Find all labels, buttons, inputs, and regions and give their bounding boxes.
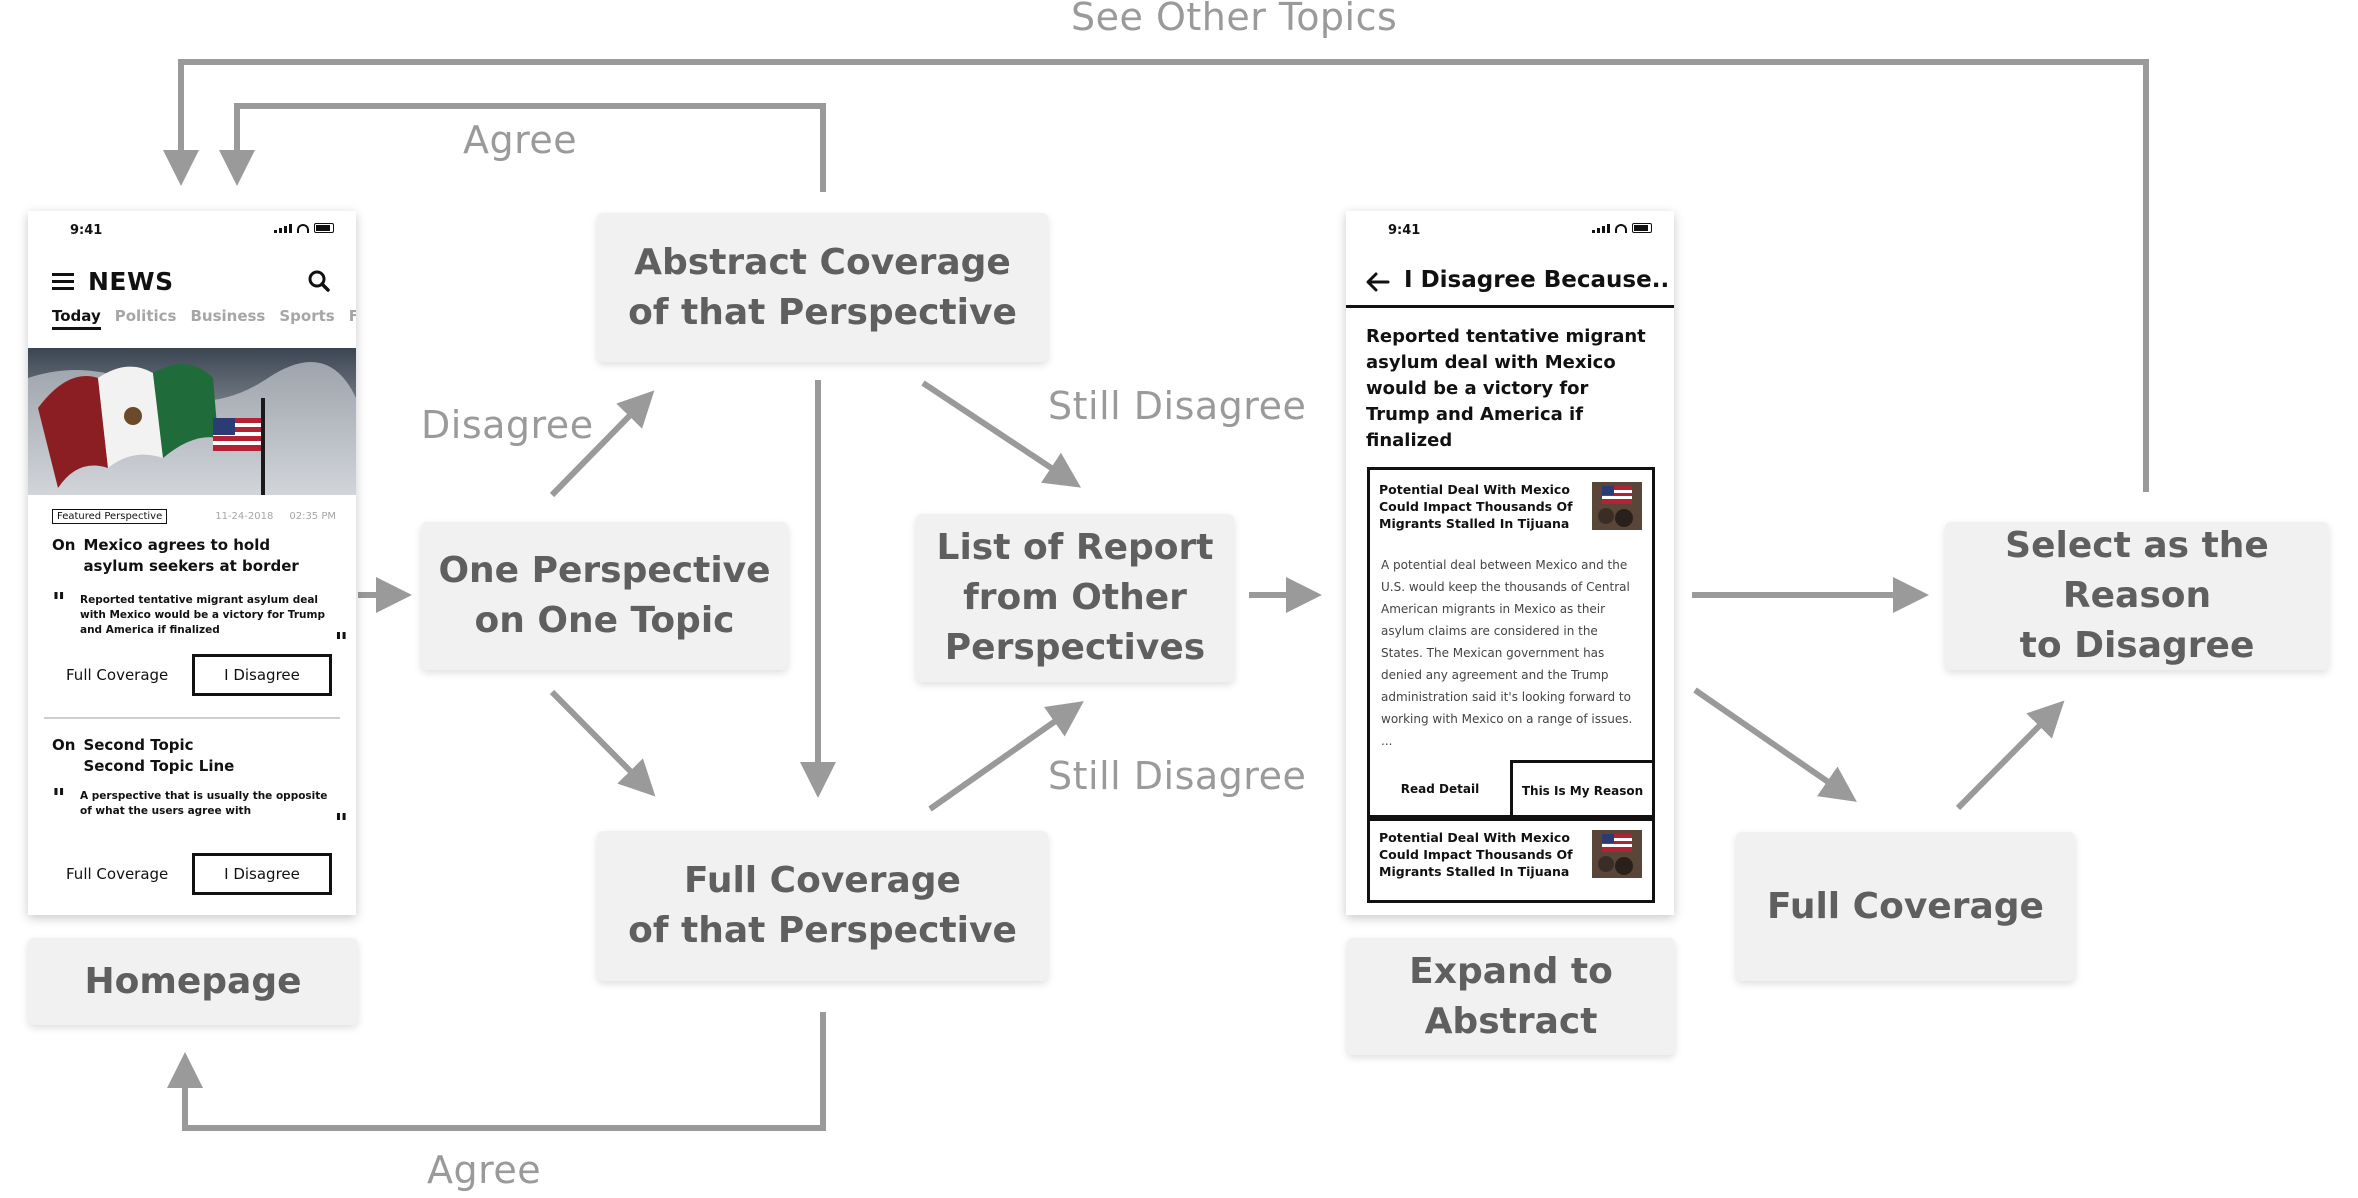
- story1-meta: Featured Perspective 11-24-2018 02:35 PM: [52, 509, 336, 524]
- edge-label-disagree: Disagree: [421, 403, 594, 447]
- read-detail-button[interactable]: Read Detail: [1400, 782, 1480, 796]
- arrow-perspective-to-full: [549, 689, 656, 797]
- title-divider: [1346, 305, 1674, 308]
- edge-label-still-disagree-bottom: Still Disagree: [1048, 754, 1307, 798]
- this-is-my-reason-button[interactable]: This Is My Reason: [1510, 760, 1652, 818]
- battery-icon: [314, 223, 334, 233]
- report-card-collapsed[interactable]: Potential Deal With Mexico Could Impact …: [1367, 815, 1655, 903]
- node-full-coverage-perspective-label: Full Coverage of that Perspective: [628, 860, 1017, 951]
- report-thumbnail-image: [1592, 482, 1642, 530]
- report-card-headline: Potential Deal With Mexico Could Impact …: [1379, 830, 1573, 879]
- node-one-perspective-label: One Perspective on One Topic: [438, 550, 771, 641]
- story2-quote: " A perspective that is usually the oppo…: [52, 784, 348, 837]
- arrow-still-disagree-top: [921, 380, 1082, 488]
- arrow-see-other-topics: [163, 59, 2149, 492]
- story1-date: 11-24-2018 02:35 PM: [215, 511, 336, 522]
- tab-politics[interactable]: Politics: [114, 307, 177, 325]
- edge-label-see-other-topics: See Other Topics: [1071, 0, 1398, 39]
- tab-today[interactable]: Today: [52, 307, 101, 330]
- story2-full-coverage-button[interactable]: Full Coverage: [66, 865, 169, 883]
- report-card-expanded[interactable]: Potential Deal With Mexico Could Impact …: [1367, 467, 1655, 821]
- page-title: I Disagree Because..: [1404, 267, 1670, 293]
- arrow-agree-bottom: [167, 1012, 826, 1131]
- back-arrow-icon[interactable]: [1366, 272, 1390, 292]
- topic-tabs: Today Politics Business Sports Fa: [52, 307, 356, 330]
- arrow-still-disagree-bottom: [928, 701, 1084, 812]
- close-quote-icon: ": [334, 628, 348, 658]
- app-title: NEWS: [88, 267, 174, 296]
- report-thumbnail-image: [1592, 830, 1642, 878]
- hero-image[interactable]: [28, 348, 356, 495]
- story1-full-coverage-button[interactable]: Full Coverage: [66, 666, 169, 684]
- story2-disagree-button[interactable]: I Disagree: [192, 853, 332, 895]
- edge-label-agree-top: Agree: [463, 118, 578, 162]
- node-list-of-report-label: List of Report from Other Perspectives: [936, 527, 1214, 668]
- story1-actions: Full Coverage I Disagree: [66, 654, 332, 696]
- node-full-coverage-label: Full Coverage: [1767, 885, 2044, 927]
- arrow-agree-top: [219, 103, 826, 192]
- report-card-header: Potential Deal With Mexico Could Impact …: [1370, 470, 1652, 532]
- node-abstract-coverage-label: Abstract Coverage of that Perspective: [628, 241, 1017, 333]
- node-expand-abstract-label: Expand to Abstract: [1409, 950, 1613, 1042]
- story1-time: 02:35 PM: [289, 511, 336, 522]
- wifi-icon: [297, 223, 309, 233]
- report-card-header: Potential Deal With Mexico Could Impact …: [1370, 818, 1652, 880]
- node-select-reason-label: Select as the Reason to Disagree: [2005, 525, 2269, 666]
- open-quote-icon: ": [52, 588, 66, 618]
- report-card-abstract: A potential deal between Mexico and the …: [1381, 558, 1633, 748]
- report-card-headline: Potential Deal With Mexico Could Impact …: [1379, 482, 1573, 531]
- arrow-screen-to-full-coverage: [1693, 687, 1857, 802]
- node-homepage-label: Homepage: [84, 960, 302, 1002]
- perspective-lead: Reported tentative migrant asylum deal w…: [1366, 326, 1646, 451]
- node-select-reason: Select as the Reason to Disagree: [1945, 522, 2329, 670]
- tab-fa[interactable]: Fa: [348, 307, 356, 325]
- menu-icon[interactable]: [52, 273, 74, 290]
- story1-headline-text: Mexico agrees to hold asylum seekers at …: [83, 536, 299, 575]
- node-expand-abstract: Expand to Abstract: [1347, 938, 1675, 1055]
- story2-actions: Full Coverage I Disagree: [66, 853, 332, 895]
- battery-icon: [1632, 223, 1652, 233]
- edge-label-still-disagree-top: Still Disagree: [1048, 384, 1307, 428]
- story2-quote-text: A perspective that is usually the opposi…: [80, 790, 328, 817]
- tab-business[interactable]: Business: [190, 307, 266, 325]
- node-homepage: Homepage: [28, 938, 358, 1025]
- status-time: 9:41: [70, 223, 103, 238]
- arrow-full-coverage-to-select: [1955, 700, 2065, 811]
- story1-headline[interactable]: On Mexico agrees to hold asylum seekers …: [52, 535, 332, 577]
- open-quote-icon: ": [52, 784, 66, 814]
- report-card-actions: Read Detail This Is My Reason: [1370, 760, 1652, 818]
- node-full-coverage-perspective: Full Coverage of that Perspective: [597, 831, 1048, 981]
- status-time: 9:41: [1388, 223, 1421, 238]
- edge-label-agree-bottom: Agree: [427, 1148, 542, 1192]
- node-list-of-report: List of Report from Other Perspectives: [916, 514, 1234, 682]
- node-one-perspective: One Perspective on One Topic: [421, 522, 788, 670]
- node-abstract-coverage: Abstract Coverage of that Perspective: [597, 213, 1048, 362]
- story1-quote: " Reported tentative migrant asylum deal…: [52, 588, 348, 656]
- story2-headline[interactable]: On Second Topic Second Topic Line: [52, 735, 332, 777]
- signal-icon: [1592, 223, 1610, 233]
- wifi-icon: [1615, 223, 1627, 233]
- disagree-screen: 9:41 I Disagree Because.. Reported tenta…: [1346, 211, 1674, 915]
- arrow-disagree: [549, 390, 655, 498]
- story2-headline-text: Second Topic Second Topic Line: [83, 736, 235, 775]
- status-icons: [1592, 223, 1652, 233]
- tab-sports[interactable]: Sports: [279, 307, 335, 325]
- homepage-screen: 9:41 NEWS Today Politics Business Sports…: [28, 211, 356, 915]
- node-full-coverage: Full Coverage: [1736, 832, 2075, 981]
- story1-disagree-button[interactable]: I Disagree: [192, 654, 332, 696]
- story-divider: [44, 717, 340, 719]
- story1-on-label: On: [52, 536, 76, 554]
- story2-on-label: On: [52, 736, 76, 754]
- signal-icon: [274, 223, 292, 233]
- story1-quote-text: Reported tentative migrant asylum deal w…: [80, 594, 325, 636]
- search-icon[interactable]: [308, 270, 330, 292]
- close-quote-icon: ": [334, 809, 348, 839]
- story1-date-value: 11-24-2018: [215, 511, 274, 522]
- status-icons: [274, 223, 334, 233]
- featured-badge: Featured Perspective: [52, 509, 168, 524]
